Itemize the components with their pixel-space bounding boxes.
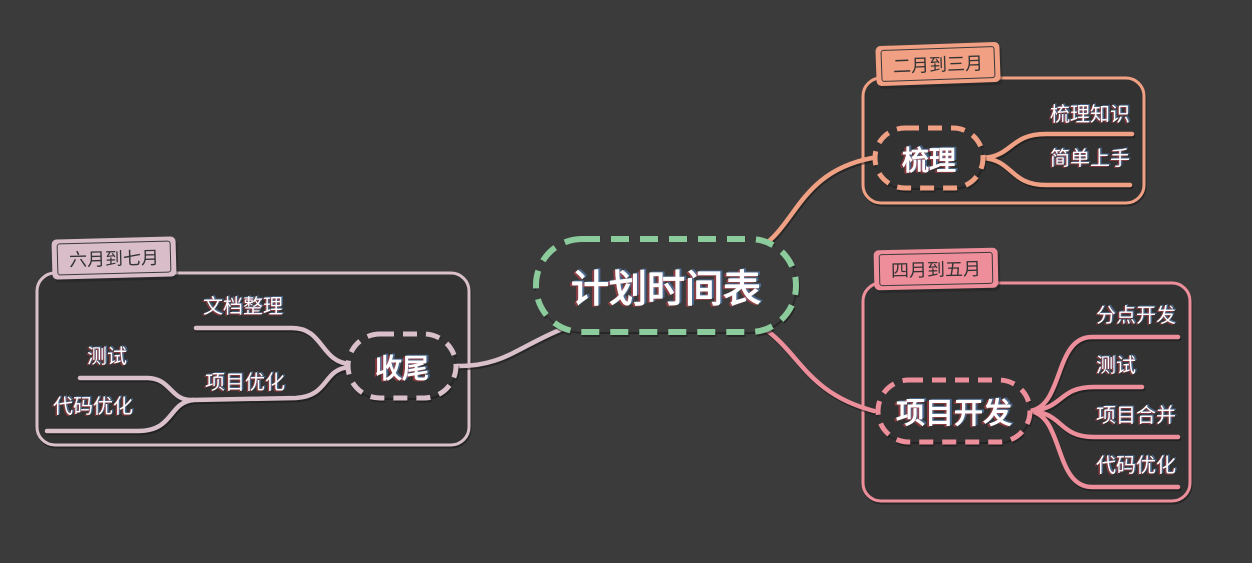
feb-mar-node-border[interactable]	[872, 125, 986, 191]
tab-apr-may-label: 四月到五月	[878, 251, 994, 287]
child-label-apr-may-0[interactable]: 分点开发	[1096, 305, 1176, 327]
child-label-apr-may-1[interactable]: 测试	[1096, 355, 1136, 377]
apr-may-child-underline	[1027, 408, 1181, 490]
apr-may-node-label[interactable]: 项目开发	[895, 398, 1012, 430]
grandchild-label-jun-jul-0[interactable]: 测试	[87, 346, 127, 368]
child-label-apr-may-2[interactable]: 项目合并	[1096, 405, 1176, 427]
root-node-label[interactable]: 计划时间表	[570, 269, 761, 311]
apr-may-child-underline	[1027, 384, 1145, 414]
apr-may-node-border[interactable]	[875, 377, 1033, 445]
feb-mar-child-underline	[980, 155, 1133, 188]
feb-mar-child-underline	[980, 131, 1135, 161]
tab-feb-mar-label: 二月到三月	[880, 46, 996, 82]
jun-jul-child-underline	[190, 364, 353, 403]
root-to-apr-may-connector	[759, 324, 877, 414]
child-label-feb-mar-0[interactable]: 梳理知识	[1050, 104, 1130, 126]
root-node-border[interactable]	[533, 236, 799, 335]
tab-feb-mar[interactable]: 二月到三月	[875, 41, 1001, 87]
jun-jul-child-underline	[193, 325, 353, 367]
grandchild-label-jun-jul-1[interactable]: 代码优化	[53, 396, 133, 418]
feb-mar-node-label[interactable]: 梳理	[902, 145, 956, 176]
root-to-jun-jul-connector	[453, 326, 565, 369]
child-label-jun-jul-1[interactable]: 项目优化	[205, 372, 285, 394]
tab-jun-jul-label: 六月到七月	[56, 240, 172, 276]
jun-jul-node-label[interactable]: 收尾	[375, 353, 429, 384]
child-label-feb-mar-1[interactable]: 简单上手	[1050, 148, 1130, 170]
child-label-apr-may-3[interactable]: 代码优化	[1096, 455, 1176, 477]
root-to-feb-mar-connector	[757, 155, 875, 251]
apr-may-child-underline	[1027, 334, 1181, 414]
jun-jul-node-border[interactable]	[345, 331, 459, 401]
child-label-jun-jul-0[interactable]: 文档整理	[203, 296, 283, 318]
tab-apr-may[interactable]: 四月到五月	[873, 247, 999, 291]
jun-jul-grandchild-underline	[44, 397, 196, 434]
tab-jun-jul[interactable]: 六月到七月	[51, 236, 177, 280]
jun-jul-group-box	[35, 271, 471, 447]
